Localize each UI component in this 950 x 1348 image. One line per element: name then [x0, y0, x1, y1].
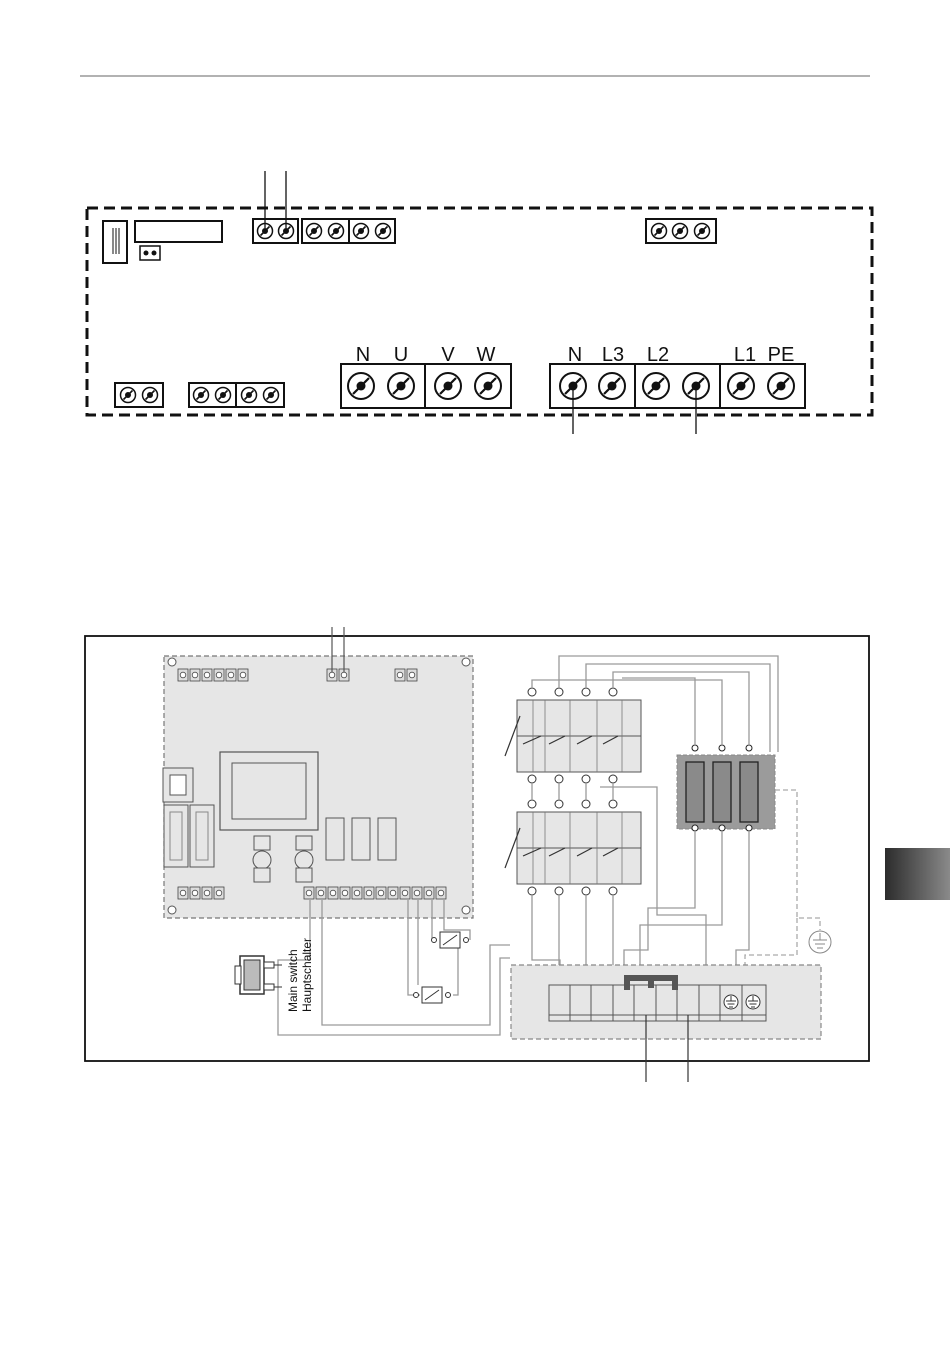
- earth-ground-icon: [746, 995, 760, 1009]
- earth-ground-icon: [724, 995, 738, 1009]
- main-switch-label-de: Hauptschalter: [300, 938, 314, 1012]
- relay: [164, 805, 188, 867]
- supply-terminal-label: L1: [734, 344, 756, 366]
- supply-terminal-label: N: [568, 344, 582, 366]
- main-switch-label: Main switch: [286, 949, 300, 1012]
- motor-terminal-label: W: [477, 344, 496, 366]
- filter-block: [677, 745, 775, 831]
- connector-block: [103, 221, 127, 263]
- relay: [190, 805, 214, 867]
- bottom-wiring-diagram: Main switch Hauptschalter: [85, 627, 869, 1082]
- relay-small: [352, 818, 370, 860]
- display-socket: [135, 221, 222, 242]
- relay-small: [378, 818, 396, 860]
- motor-terminal-label: V: [441, 344, 455, 366]
- contactor-upper: [505, 688, 641, 783]
- top-terminal-diagram: N U V W N L3 L2 L1 PE: [87, 171, 872, 434]
- motor-terminal-label: N: [356, 344, 370, 366]
- supply-terminal-label: L3: [602, 344, 624, 366]
- motor-terminal-label: U: [394, 344, 408, 366]
- supply-terminal-label: PE: [768, 344, 795, 366]
- capacitor: [253, 836, 271, 882]
- relay-small: [326, 818, 344, 860]
- earth-ground-icon: [809, 931, 831, 953]
- supply-terminal-strip: [550, 364, 805, 408]
- capacitor: [295, 836, 313, 882]
- jumper-plug: [140, 246, 160, 260]
- contactor-lower: [505, 800, 641, 895]
- supply-terminal-label: L2: [647, 344, 669, 366]
- chapter-tab: [885, 848, 950, 900]
